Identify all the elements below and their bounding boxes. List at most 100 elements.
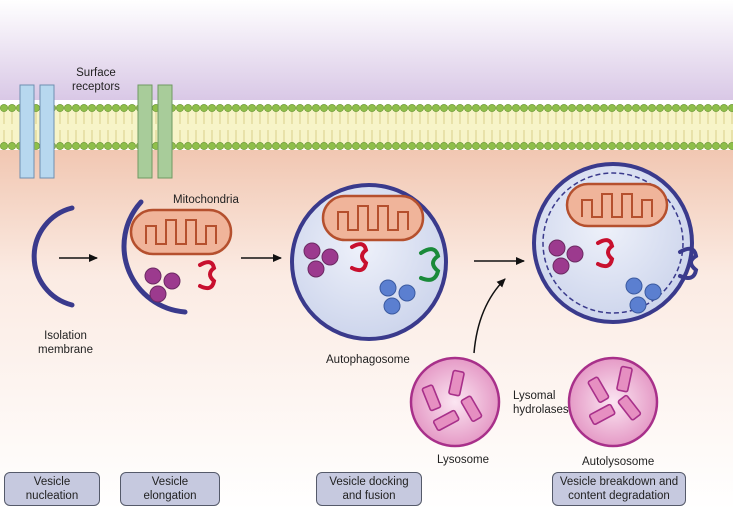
lipid-head bbox=[464, 142, 472, 150]
lipid-head bbox=[416, 142, 424, 150]
lipid-head bbox=[400, 104, 408, 112]
lipid-head bbox=[424, 142, 432, 150]
lipid-head bbox=[216, 142, 224, 150]
lipid-head bbox=[688, 104, 696, 112]
lipid-head bbox=[432, 104, 440, 112]
lipid-head bbox=[600, 142, 608, 150]
lipid-head bbox=[696, 142, 704, 150]
lipid-head bbox=[592, 142, 600, 150]
lipid-head bbox=[568, 142, 576, 150]
lipid-head bbox=[480, 104, 488, 112]
lipid-head bbox=[232, 142, 240, 150]
lipid-head bbox=[680, 104, 688, 112]
lipid-head bbox=[656, 142, 664, 150]
lipid-head bbox=[448, 104, 456, 112]
surface-receptors-text: Surface receptors bbox=[72, 67, 120, 93]
lipid-head bbox=[320, 142, 328, 150]
lipid-head bbox=[304, 104, 312, 112]
lipid-head bbox=[440, 142, 448, 150]
lipid-head bbox=[560, 142, 568, 150]
lipid-head bbox=[240, 142, 248, 150]
lipid-head bbox=[104, 104, 112, 112]
protein-cluster-purple-3 bbox=[548, 239, 584, 275]
stage-label: Vesicle docking and fusion bbox=[329, 476, 409, 502]
isolation-membrane-text: Isolation membrane bbox=[38, 330, 93, 356]
lipid-head bbox=[664, 142, 672, 150]
arrow-lysosome-fusion bbox=[473, 278, 506, 354]
lipid-head bbox=[184, 142, 192, 150]
lipid-head bbox=[640, 104, 648, 112]
label-lysosome: Lysosome bbox=[437, 454, 489, 466]
label-surface-receptors: Surface receptors bbox=[72, 66, 120, 94]
lipid-head bbox=[352, 104, 360, 112]
protein-cluster-purple-2 bbox=[303, 242, 339, 278]
lipid-head bbox=[624, 142, 632, 150]
lipid-head bbox=[360, 104, 368, 112]
lipid-head bbox=[520, 104, 528, 112]
lipid-head bbox=[0, 142, 8, 150]
lipid-head bbox=[512, 104, 520, 112]
protein-red-2 bbox=[350, 242, 369, 273]
lipid-head bbox=[360, 142, 368, 150]
lipid-head bbox=[456, 104, 464, 112]
lipid-head bbox=[72, 142, 80, 150]
lipid-head bbox=[224, 104, 232, 112]
lipid-head bbox=[72, 104, 80, 112]
lipid-head bbox=[368, 142, 376, 150]
lipid-head bbox=[688, 142, 696, 150]
protein-cluster-blue-2 bbox=[625, 277, 662, 314]
lipid-head bbox=[0, 104, 8, 112]
lipid-head bbox=[352, 142, 360, 150]
lipid-head bbox=[80, 104, 88, 112]
lipid-head bbox=[336, 142, 344, 150]
lipid-head bbox=[176, 104, 184, 112]
lipid-head bbox=[512, 142, 520, 150]
lipid-head bbox=[312, 104, 320, 112]
lipid-head bbox=[648, 104, 656, 112]
lipid-head bbox=[224, 142, 232, 150]
lysosomal-hydrolases-text: Lysomal hydrolases bbox=[513, 390, 569, 416]
lipid-head bbox=[632, 104, 640, 112]
lipid-head bbox=[376, 104, 384, 112]
lipid-head bbox=[440, 104, 448, 112]
lipid-head bbox=[664, 104, 672, 112]
protein-green bbox=[419, 247, 441, 282]
mitochondrion-2 bbox=[321, 194, 425, 242]
lipid-head bbox=[64, 104, 72, 112]
lipid-head bbox=[520, 142, 528, 150]
lipid-head bbox=[208, 142, 216, 150]
lipid-head bbox=[192, 142, 200, 150]
stage-label: Vesicle elongation bbox=[143, 476, 197, 502]
lipid-head bbox=[608, 142, 616, 150]
lipid-head bbox=[288, 142, 296, 150]
lipid-head bbox=[344, 142, 352, 150]
lipid-head bbox=[112, 104, 120, 112]
stage-vesicle-elongation: Vesicle elongation bbox=[120, 472, 220, 506]
lipid-head bbox=[176, 142, 184, 150]
lipid-head bbox=[56, 142, 64, 150]
lipid-head bbox=[256, 104, 264, 112]
lipid-head bbox=[640, 142, 648, 150]
lipid-head bbox=[448, 142, 456, 150]
lipid-head bbox=[320, 104, 328, 112]
lipid-head bbox=[720, 142, 728, 150]
degrading-inner-membrane bbox=[542, 172, 684, 314]
lipid-head bbox=[464, 104, 472, 112]
lipid-head bbox=[528, 142, 536, 150]
lipid-head bbox=[240, 104, 248, 112]
lipid-head bbox=[264, 142, 272, 150]
lipid-head bbox=[120, 142, 128, 150]
lipid-head bbox=[544, 142, 552, 150]
surface-receptors bbox=[19, 84, 173, 179]
protein-red-1 bbox=[198, 260, 217, 291]
lipid-head bbox=[712, 142, 720, 150]
label-autophagosome: Autophagosome bbox=[326, 354, 410, 366]
lipid-head bbox=[64, 142, 72, 150]
lipid-head bbox=[256, 142, 264, 150]
lipid-head bbox=[328, 104, 336, 112]
stage-label: Vesicle breakdown and content degradatio… bbox=[559, 476, 679, 502]
extracellular-space bbox=[0, 0, 733, 100]
lipid-head bbox=[576, 104, 584, 112]
lipid-head bbox=[624, 104, 632, 112]
lipid-head bbox=[456, 142, 464, 150]
